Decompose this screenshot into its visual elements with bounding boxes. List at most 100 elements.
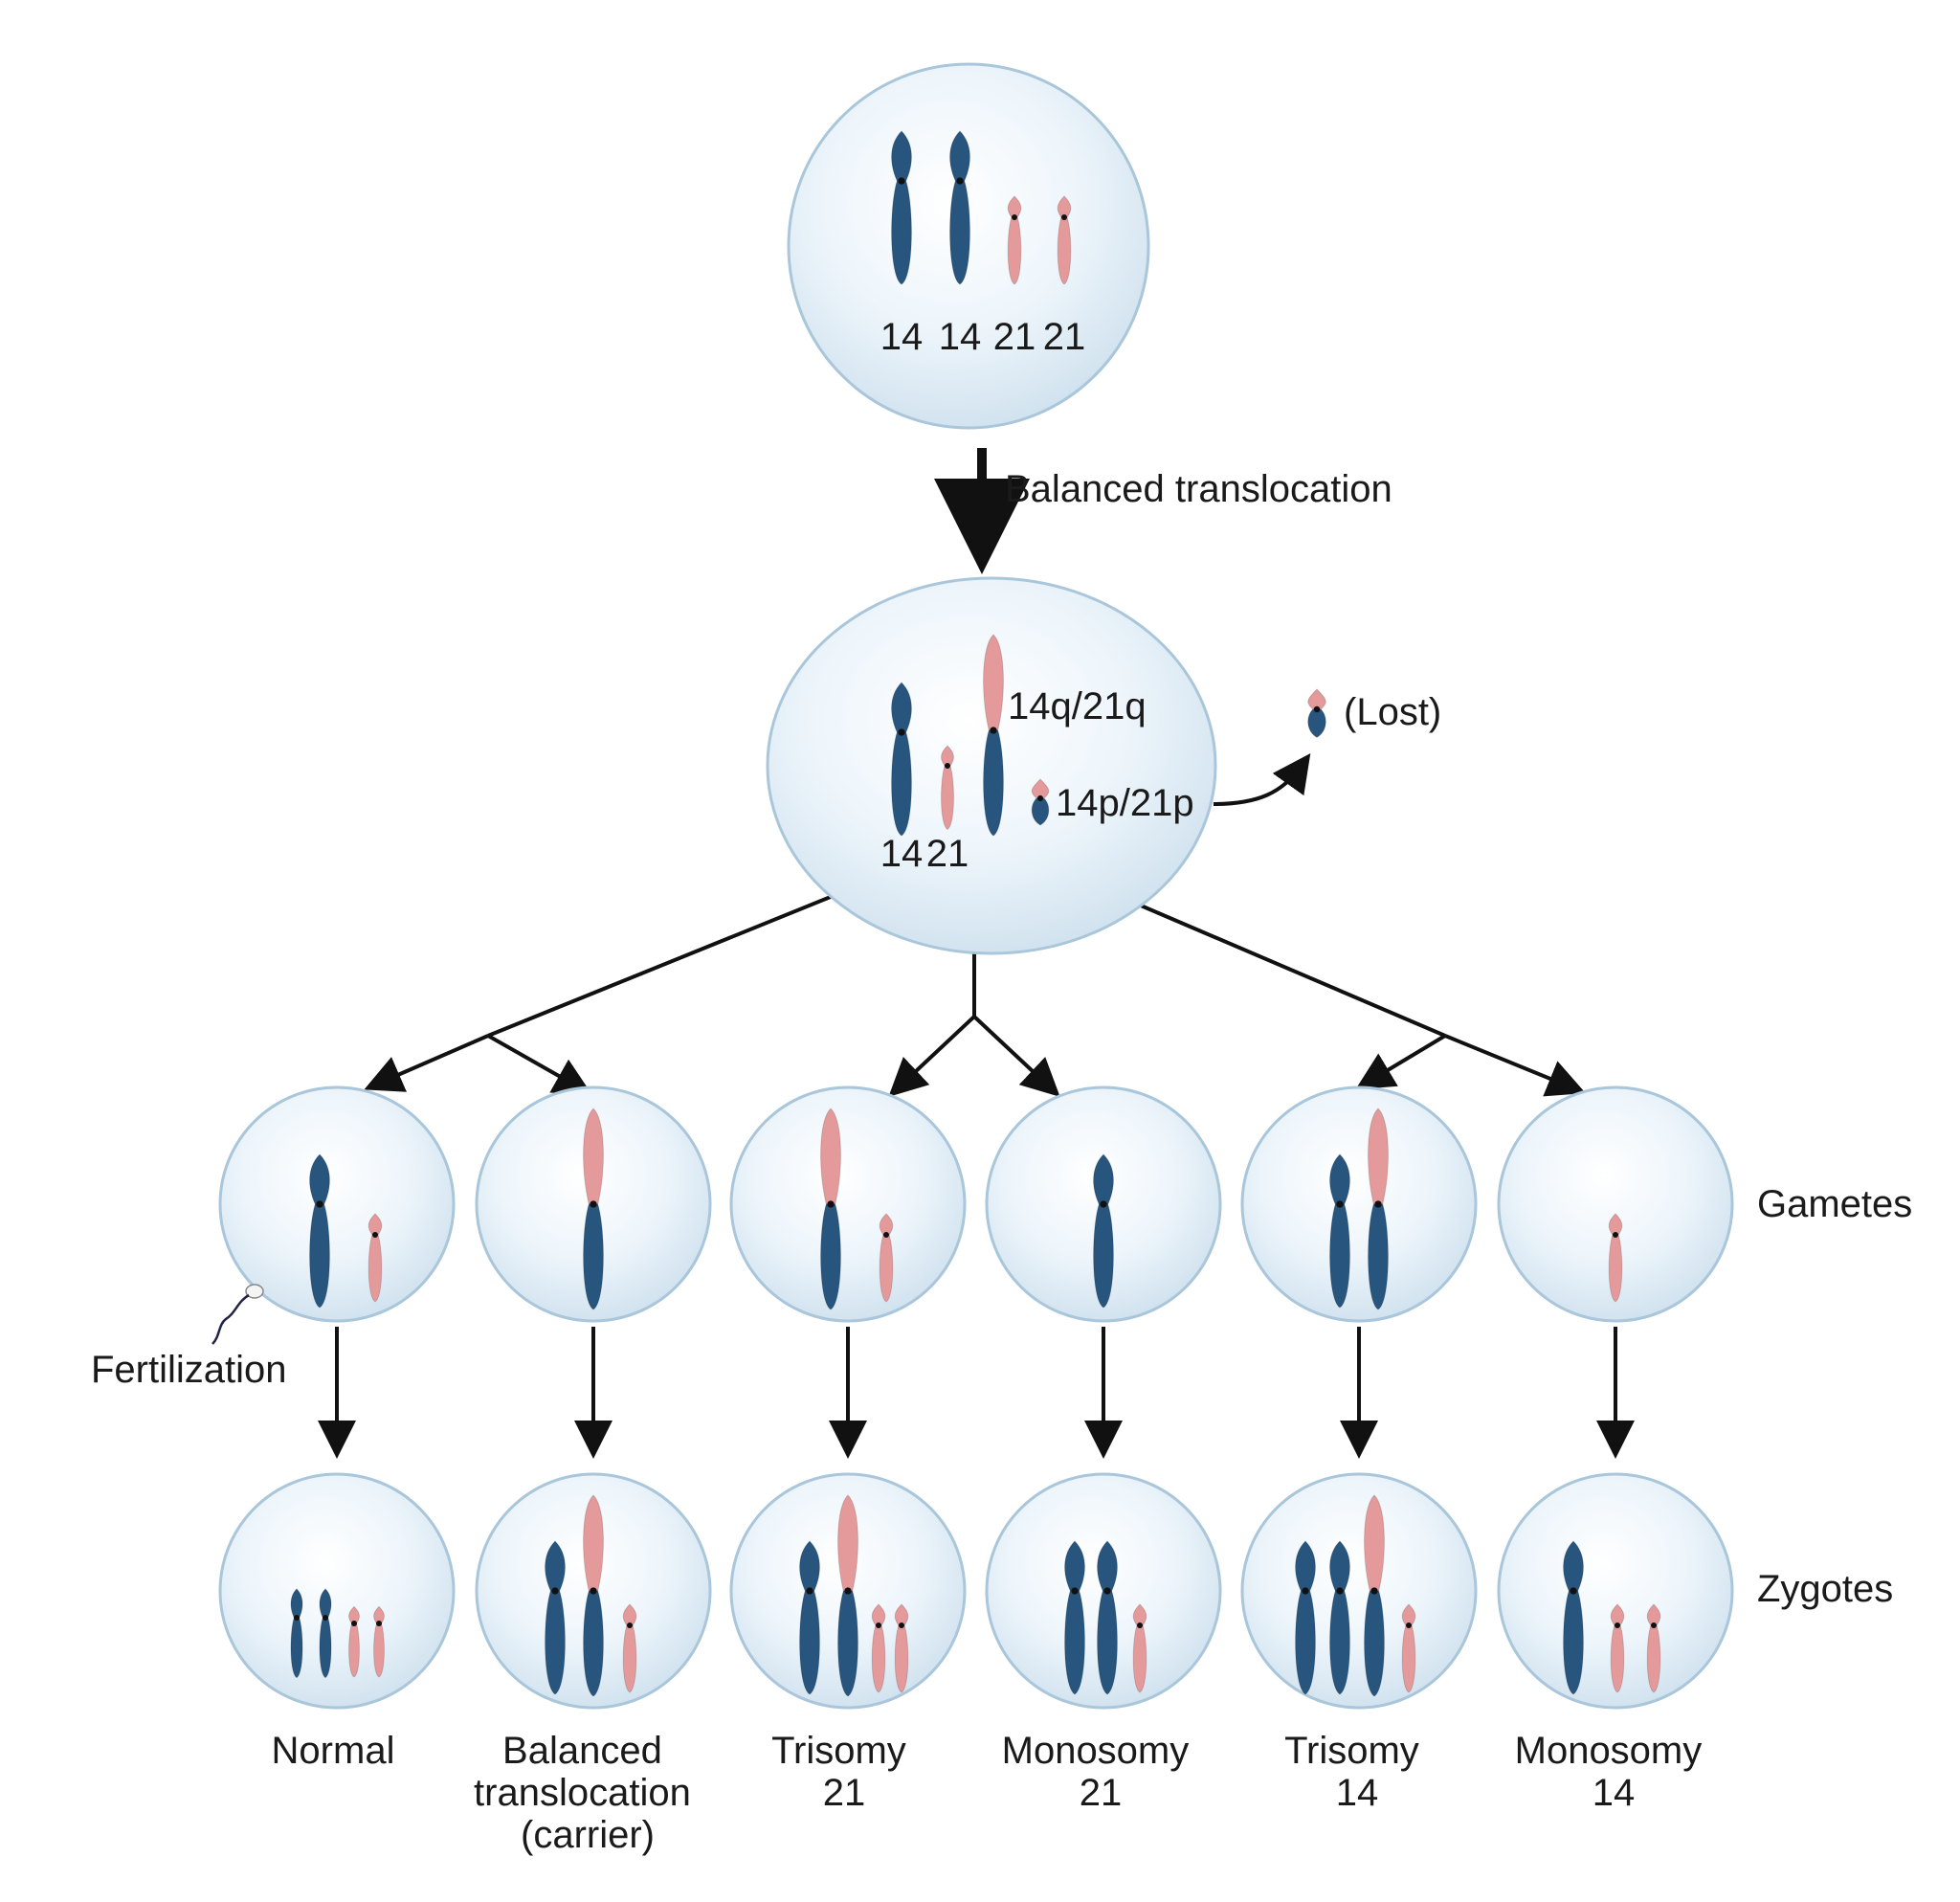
gamete-5-chr-1 [1329,1153,1350,1309]
arrow-to-gamete-4 [972,1015,1060,1097]
zygote-5-chr-2 [1329,1540,1350,1695]
zygote-4-chr-3 [1132,1603,1147,1693]
gamete-5-chr-2 [1368,1108,1389,1310]
gamete-5-chr-2-centromere [1374,1200,1382,1208]
zygote-2-chr-3-upper-arm [622,1603,637,1626]
zygote-3-chr-2-centromere [844,1587,852,1595]
zygote-2-chr-1-lower-arm [545,1590,566,1695]
chr21-a [1007,195,1022,285]
zygote-5-chr-2-centromere [1336,1587,1344,1595]
gamete-1-chr-1-lower-arm [309,1203,330,1309]
gamete-cell-3 [729,1085,967,1323]
zygote-cell-6-membrane [1497,1472,1734,1710]
zygote-6-chr-3 [1646,1603,1661,1693]
carrier-chr21-centromere [945,763,950,769]
chr21-b-lower-arm [1057,216,1072,285]
gamete-1-chr-2-centromere [372,1232,378,1238]
gamete-cell-5 [1240,1085,1478,1323]
outcome-trisomy-21: Trisomy 21 [771,1730,917,1814]
zygote-4-chr-3-centromere [1137,1622,1143,1628]
chr21-a-centromere [1012,214,1017,220]
zygote-2-chr-3-centromere [627,1622,633,1628]
chr14-b-lower-arm [949,180,970,285]
chr21-b-centromere [1061,214,1067,220]
gamete-5-chr-1-centromere [1336,1200,1344,1208]
zygote-2-chr-3 [622,1603,637,1693]
lost-14p21p-centromere [1313,705,1321,713]
zygote-3-chr-4-centromere [899,1622,904,1628]
zygote-6-chr-2-lower-arm [1610,1624,1625,1693]
gamete-3-chr-1-lower-arm [820,1203,841,1310]
zygote-2-chr-2 [583,1494,604,1697]
lost-14p21p-lower-arm [1307,708,1326,738]
carrier-chr14-lower-arm [891,731,912,837]
zygote-5-chr-3-centromere [1370,1587,1378,1595]
zygote-5-chr-2-upper-arm [1329,1540,1350,1592]
zygote-3-chr-4-upper-arm [894,1603,909,1626]
zygote-2-chr-1-upper-arm [545,1540,566,1592]
outcome-labels: Normal Balanced translocation (carrier) … [272,1730,1703,1856]
zygote-4-chr-2 [1097,1540,1118,1695]
carrier-chr14-upper-arm [891,682,912,733]
chr14-b [949,130,970,285]
cells [212,62,1734,1710]
arrow-to-gamete-5 [1355,1034,1447,1090]
zygote-cell-2 [475,1472,712,1710]
gamete-3-chr-1 [820,1108,841,1310]
fusion-q-label: 14q/21q [1008,685,1147,727]
zygote-3-chr-3-lower-arm [871,1624,886,1693]
zygote-cell-1 [218,1472,456,1710]
lost-chromosome [1307,688,1326,738]
chr14-a-lower-arm [891,180,912,285]
gamete-5-chr-1-upper-arm [1329,1153,1350,1205]
zygote-1-chr-3 [348,1605,360,1678]
zygote-1-chr-3-lower-arm [348,1622,360,1678]
zygote-6-chr-3-centromere [1651,1622,1657,1628]
fusion-14q21q [983,634,1004,837]
carrier-label-21: 21 [926,833,969,875]
parent-labels: 14 14 21 21 [880,316,1086,358]
gamete-4-chr-1-lower-arm [1093,1203,1114,1309]
zygote-3-chr-4-lower-arm [894,1624,909,1693]
outcome-balanced-carrier: Balanced translocation (carrier) [474,1730,702,1856]
zygote-2-chr-3-lower-arm [622,1624,637,1693]
connector-arrows [318,448,1635,1459]
gamete-1-chr-1-centromere [316,1200,323,1208]
gamete-cell-6-membrane [1497,1085,1734,1323]
zygote-1-chr-1-lower-arm [290,1617,303,1679]
zygote-4-chr-1-lower-arm [1064,1590,1085,1695]
gamete-3-chr-1-centromere [827,1200,835,1208]
gamete-3-chr-2 [879,1213,894,1303]
fusion-14p21p-lower-arm [1031,797,1050,826]
chr21-a-upper-arm [1007,195,1022,218]
zygote-5-chr-3-upper-arm [1364,1494,1385,1592]
zygote-cell-5-membrane [1240,1472,1478,1710]
carrier-labels: 14 21 14q/21q 14p/21p (Lost) [880,685,1442,875]
zygote-1-chr-1 [290,1588,303,1679]
zygote-3-chr-3-centromere [876,1622,881,1628]
gamete-1-chr-2-lower-arm [368,1234,383,1303]
zygote-3-chr-2-upper-arm [837,1494,858,1592]
gamete-6-chr-1-lower-arm [1608,1234,1623,1303]
branch-right [1133,901,1446,1038]
carrier-chr21 [941,745,954,831]
zygotes-label: Zygotes [1757,1568,1893,1610]
sperm-icon [212,1284,264,1345]
outcome-normal: Normal [272,1730,395,1772]
zygote-5-chr-4-upper-arm [1401,1603,1416,1626]
zygote-3-chr-1-upper-arm [799,1540,820,1592]
zygote-3-chr-1-centromere [806,1587,813,1595]
zygote-6-chr-3-upper-arm [1646,1603,1661,1626]
zygote-3-chr-1 [799,1540,820,1695]
gamete-1-chr-1 [309,1153,330,1309]
zygote-5-chr-3 [1364,1494,1385,1697]
gamete-4-chr-1-upper-arm [1093,1153,1114,1205]
zygote-cell-3 [729,1472,967,1710]
gamete-5-chr-1-lower-arm [1329,1203,1350,1309]
chr21-b [1057,195,1072,285]
gamete-1-chr-2-upper-arm [368,1213,383,1236]
carrier-label-14: 14 [880,833,924,875]
zygote-6-chr-3-lower-arm [1646,1624,1661,1693]
zygote-5-chr-2-lower-arm [1329,1590,1350,1695]
